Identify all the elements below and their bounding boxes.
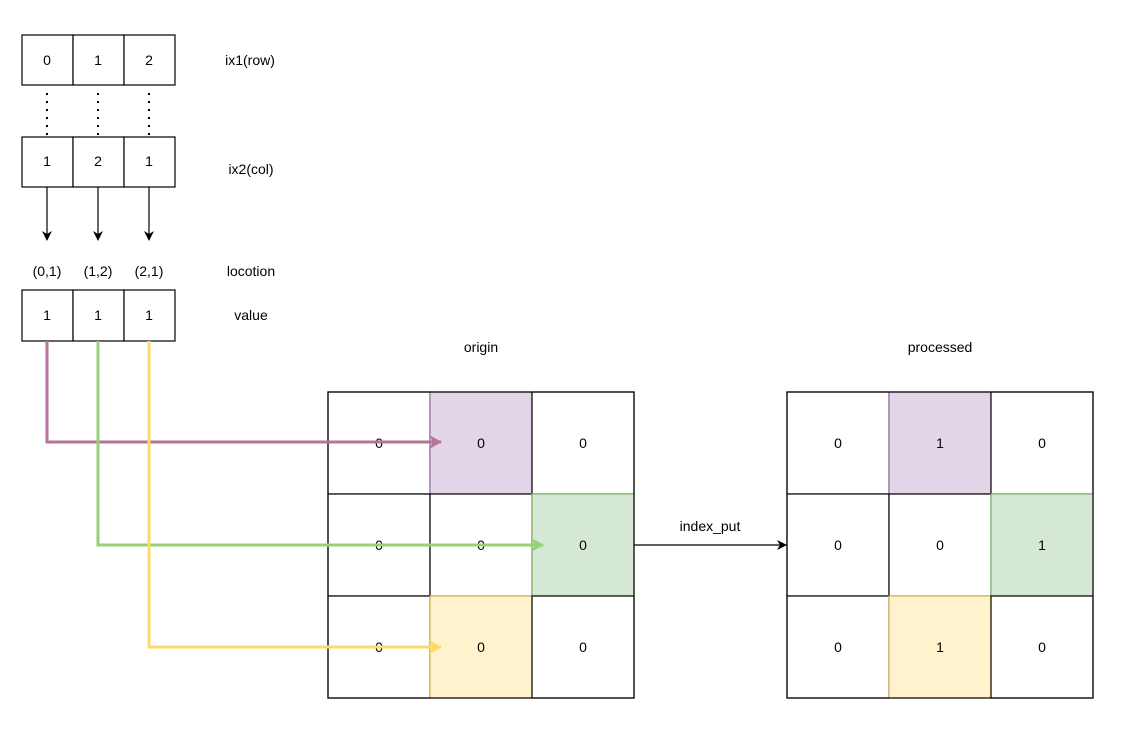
ix1-value-2: 2 <box>145 52 153 68</box>
ix2-value-1: 2 <box>94 153 102 169</box>
ix1-cell-0 <box>21 34 74 86</box>
origin-cell-1-2 <box>531 493 635 597</box>
ix1-value-0: 0 <box>43 52 51 68</box>
value-cell-1 <box>72 289 125 342</box>
green-route-arrow <box>96 341 544 552</box>
value-cell-2 <box>123 289 176 342</box>
origin-title: origin <box>464 339 498 355</box>
location-2: (2,1) <box>135 263 164 279</box>
ix1-array: 0 1 2 <box>21 34 176 86</box>
processed-grid-border <box>786 391 1094 699</box>
ix1-cell-1 <box>72 34 125 86</box>
origin-cell-2-2 <box>531 595 635 699</box>
value-value-2: 1 <box>145 307 153 323</box>
index-put-label: index_put <box>680 518 741 534</box>
processed-value-2-1: 1 <box>936 639 944 655</box>
processed-value-1-1: 0 <box>936 537 944 553</box>
processed-title: processed <box>908 339 973 355</box>
ix2-label: ix2(col) <box>228 161 273 177</box>
origin-value-0-1: 0 <box>477 435 485 451</box>
down-arrows <box>42 187 154 241</box>
ix1-value-1: 1 <box>94 52 102 68</box>
processed-cell-1-1 <box>888 493 992 597</box>
ix2-array: 1 2 1 <box>21 136 176 188</box>
origin-value-2-1: 0 <box>477 639 485 655</box>
ix1-cell-2 <box>123 34 176 86</box>
value-label: value <box>234 307 268 323</box>
processed-grid: 0 1 0 0 0 1 0 1 0 <box>786 391 1094 699</box>
origin-value-2-2: 0 <box>579 639 587 655</box>
processed-value-2-2: 0 <box>1038 639 1046 655</box>
processed-cell-0-2 <box>990 391 1094 495</box>
processed-value-1-0: 0 <box>834 537 842 553</box>
ix2-value-2: 1 <box>145 153 153 169</box>
origin-cell-0-2 <box>531 391 635 495</box>
value-array: 1 1 1 <box>21 289 176 342</box>
yellow-route-arrow <box>147 341 442 654</box>
processed-value-2-0: 0 <box>834 639 842 655</box>
location-label: locotion <box>227 263 275 279</box>
ix2-cell-2 <box>123 136 176 188</box>
location-1: (1,2) <box>84 263 113 279</box>
processed-cell-0-0 <box>786 391 890 495</box>
processed-cell-2-0 <box>786 595 890 699</box>
location-0: (0,1) <box>33 263 62 279</box>
dotted-connectors <box>46 93 150 135</box>
ix2-value-0: 1 <box>43 153 51 169</box>
value-value-1: 1 <box>94 307 102 323</box>
processed-value-1-2: 1 <box>1038 537 1046 553</box>
origin-cell-2-1 <box>429 595 533 699</box>
ix1-label: ix1(row) <box>225 52 275 68</box>
processed-value-0-1: 1 <box>936 435 944 451</box>
origin-value-1-2: 0 <box>579 537 587 553</box>
origin-value-0-2: 0 <box>579 435 587 451</box>
processed-value-0-2: 0 <box>1038 435 1046 451</box>
purple-route-arrow <box>45 341 442 449</box>
value-value-0: 1 <box>43 307 51 323</box>
processed-cell-1-2 <box>990 493 1094 597</box>
processed-value-0-0: 0 <box>834 435 842 451</box>
processed-cell-1-0 <box>786 493 890 597</box>
